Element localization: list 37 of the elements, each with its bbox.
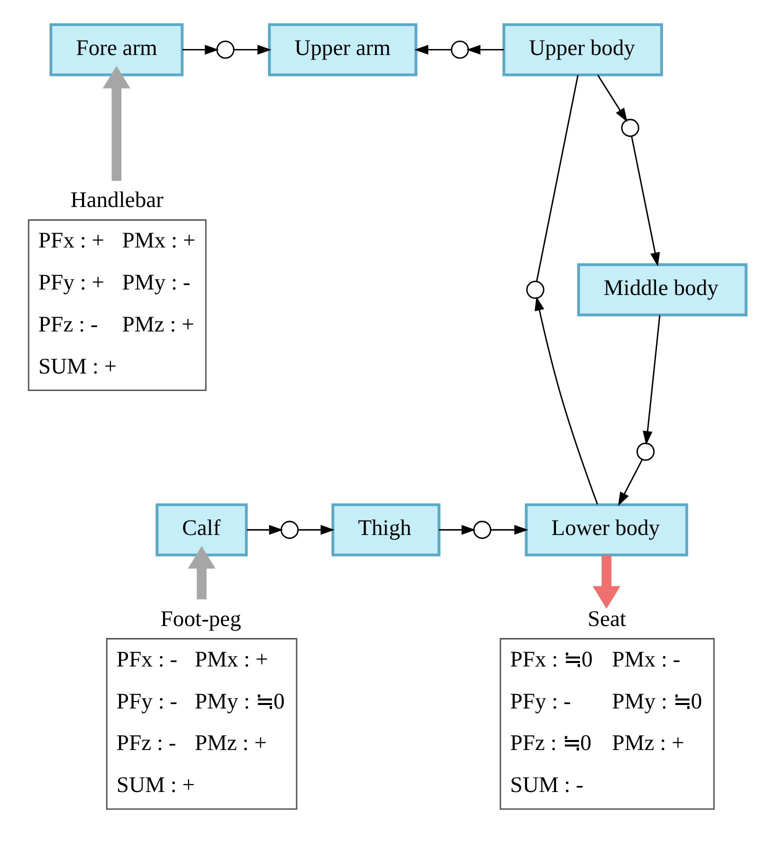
arrow	[630, 136, 660, 266]
connector	[536, 74, 579, 281]
arrow	[102, 65, 130, 180]
arrow	[298, 524, 335, 534]
node-circle	[280, 520, 299, 538]
node-circle	[636, 442, 655, 460]
node-label: Seat	[588, 605, 626, 630]
node-circle	[450, 40, 469, 58]
node-box: Thigh	[332, 502, 440, 556]
node-circle	[526, 280, 544, 298]
arrow	[466, 44, 504, 54]
node-box: Fore arm	[50, 22, 184, 76]
node-label: Handlebar	[70, 186, 164, 212]
node-box: Lower body	[524, 502, 688, 556]
arrow	[234, 44, 272, 54]
arrow	[618, 458, 643, 506]
arrow	[642, 314, 660, 445]
node-circle	[621, 118, 640, 136]
node-box: PFx : ≒0 PMx : - PFy : - PMy : ≒0 PFz : ≒0 PMz : + SUM : -	[500, 638, 715, 810]
node-box: Middle body	[577, 262, 748, 316]
node-box: Calf	[156, 502, 248, 556]
arrow	[592, 554, 620, 608]
arrow	[438, 524, 476, 534]
node-box: PFx : - PMx : + PFy : - PMy : ≒0 PFz : - PMz : + SUM : +	[106, 638, 298, 810]
arrow	[490, 524, 528, 534]
arrow	[188, 546, 216, 599]
arrow	[182, 44, 219, 54]
node-box: Upper arm	[268, 22, 418, 76]
arrow	[414, 44, 452, 54]
arrow	[247, 524, 284, 534]
node-circle	[473, 520, 492, 538]
node-box: Upper body	[502, 22, 663, 76]
node-label: Foot-peg	[160, 605, 242, 630]
node-circle	[216, 40, 234, 58]
arrow	[534, 296, 598, 504]
arrow	[597, 74, 628, 122]
node-box: PFx : + PMx : + PFy : + PMy : - PFz : - PMz : + SUM : +	[28, 218, 207, 390]
